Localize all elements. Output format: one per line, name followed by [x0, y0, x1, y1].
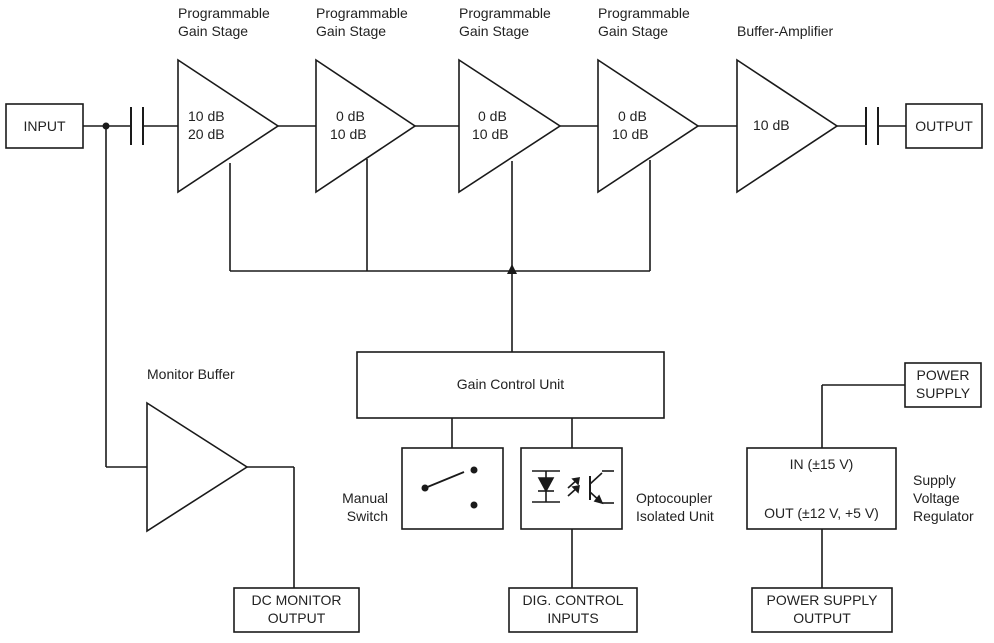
gain-stage-1-value-line2: 20 dB [188, 126, 225, 142]
optocoupler-label-line2: Isolated Unit [636, 508, 714, 524]
optocoupler-box [520, 447, 623, 530]
dig-control-inputs-line2: INPUTS [547, 610, 598, 626]
buffer-amplifier: Buffer-Amplifier 10 dB [736, 23, 839, 194]
output-label: OUTPUT [915, 118, 973, 134]
optocoupler-label-line1: Optocoupler [636, 490, 713, 506]
power-supply-line1: POWER [917, 367, 970, 383]
power-supply-line2: SUPPLY [916, 385, 971, 401]
gain-stage-4-title-line1: Programmable [598, 5, 690, 21]
regulator-label-line3: Regulator [913, 508, 974, 524]
gain-stage-3-title-line1: Programmable [459, 5, 551, 21]
gain-stage-1-amplifier-icon [177, 58, 280, 194]
regulator-label-line1: Supply [913, 472, 956, 488]
manual-switch: Manual Switch [342, 447, 504, 530]
gain-stage-4-value-line2: 10 dB [612, 126, 649, 142]
input-label: INPUT [24, 118, 66, 134]
power-supply-output-line1: POWER SUPPLY [767, 592, 879, 608]
manual-switch-label-line1: Manual [342, 490, 388, 506]
gain-stage-1-value-line1: 10 dB [188, 108, 225, 124]
monitor-buffer-label: Monitor Buffer [147, 366, 235, 382]
gain-stage-2-value-line2: 10 dB [330, 126, 367, 142]
gain-stage-3: Programmable Gain Stage 0 dB 10 dB [458, 5, 562, 194]
output-capacitor-icon [865, 107, 879, 145]
gain-control-bus [229, 159, 651, 352]
switch-icon [421, 466, 478, 509]
gain-stage-2-title-line2: Gain Stage [316, 23, 386, 39]
dc-monitor-output-line1: DC MONITOR [252, 592, 342, 608]
regulator-out-label: OUT (±12 V, +5 V) [764, 505, 879, 521]
manual-switch-label-line2: Switch [347, 508, 388, 524]
gain-stage-2-title-line1: Programmable [316, 5, 408, 21]
gain-stage-4-amplifier-icon [597, 58, 700, 194]
regulator-in-label: IN (±15 V) [790, 456, 854, 472]
manual-switch-box [401, 447, 504, 530]
input-box [5, 103, 84, 149]
gain-stage-3-amplifier-icon [458, 58, 562, 194]
buffer-amplifier-icon [736, 58, 839, 194]
monitor-buffer-amplifier-icon [146, 401, 249, 533]
optocoupler: Optocoupler Isolated Unit [520, 447, 714, 530]
gain-stage-3-title-line2: Gain Stage [459, 23, 529, 39]
gain-stage-2: Programmable Gain Stage 0 dB 10 dB [315, 5, 417, 194]
power-supply-box [904, 362, 982, 408]
buffer-amplifier-value: 10 dB [753, 117, 790, 133]
gain-stage-1-title-line2: Gain Stage [178, 23, 248, 39]
dig-control-inputs-box [508, 587, 638, 633]
voltage-regulator-box [746, 447, 897, 530]
gain-stage-2-amplifier-icon [315, 58, 417, 194]
dc-monitor-output-line2: OUTPUT [268, 610, 326, 626]
gain-stage-2-value-line1: 0 dB [336, 108, 365, 124]
gain-control-unit-label: Gain Control Unit [457, 376, 564, 392]
power-supply-output-box [751, 587, 893, 633]
gain-stage-1-title-line1: Programmable [178, 5, 270, 21]
input-capacitor-icon [130, 107, 144, 145]
gain-stage-1: Programmable Gain Stage 10 dB 20 dB [177, 5, 280, 194]
buffer-amplifier-title: Buffer-Amplifier [737, 23, 834, 39]
dig-control-inputs-line1: DIG. CONTROL [522, 592, 623, 608]
optocoupler-icon [532, 470, 614, 505]
dc-monitor-output-box [233, 587, 360, 633]
power-supply-output-line2: OUTPUT [793, 610, 851, 626]
gain-stage-4-value-line1: 0 dB [618, 108, 647, 124]
gain-stage-3-value-line1: 0 dB [478, 108, 507, 124]
gain-stage-3-value-line2: 10 dB [472, 126, 509, 142]
monitor-buffer: Monitor Buffer [105, 126, 295, 588]
gain-stage-4: Programmable Gain Stage 0 dB 10 dB [597, 5, 700, 194]
gain-control-unit-box [356, 351, 665, 419]
gain-stage-4-title-line2: Gain Stage [598, 23, 668, 39]
output-box [905, 103, 983, 149]
regulator-label-line2: Voltage [913, 490, 960, 506]
